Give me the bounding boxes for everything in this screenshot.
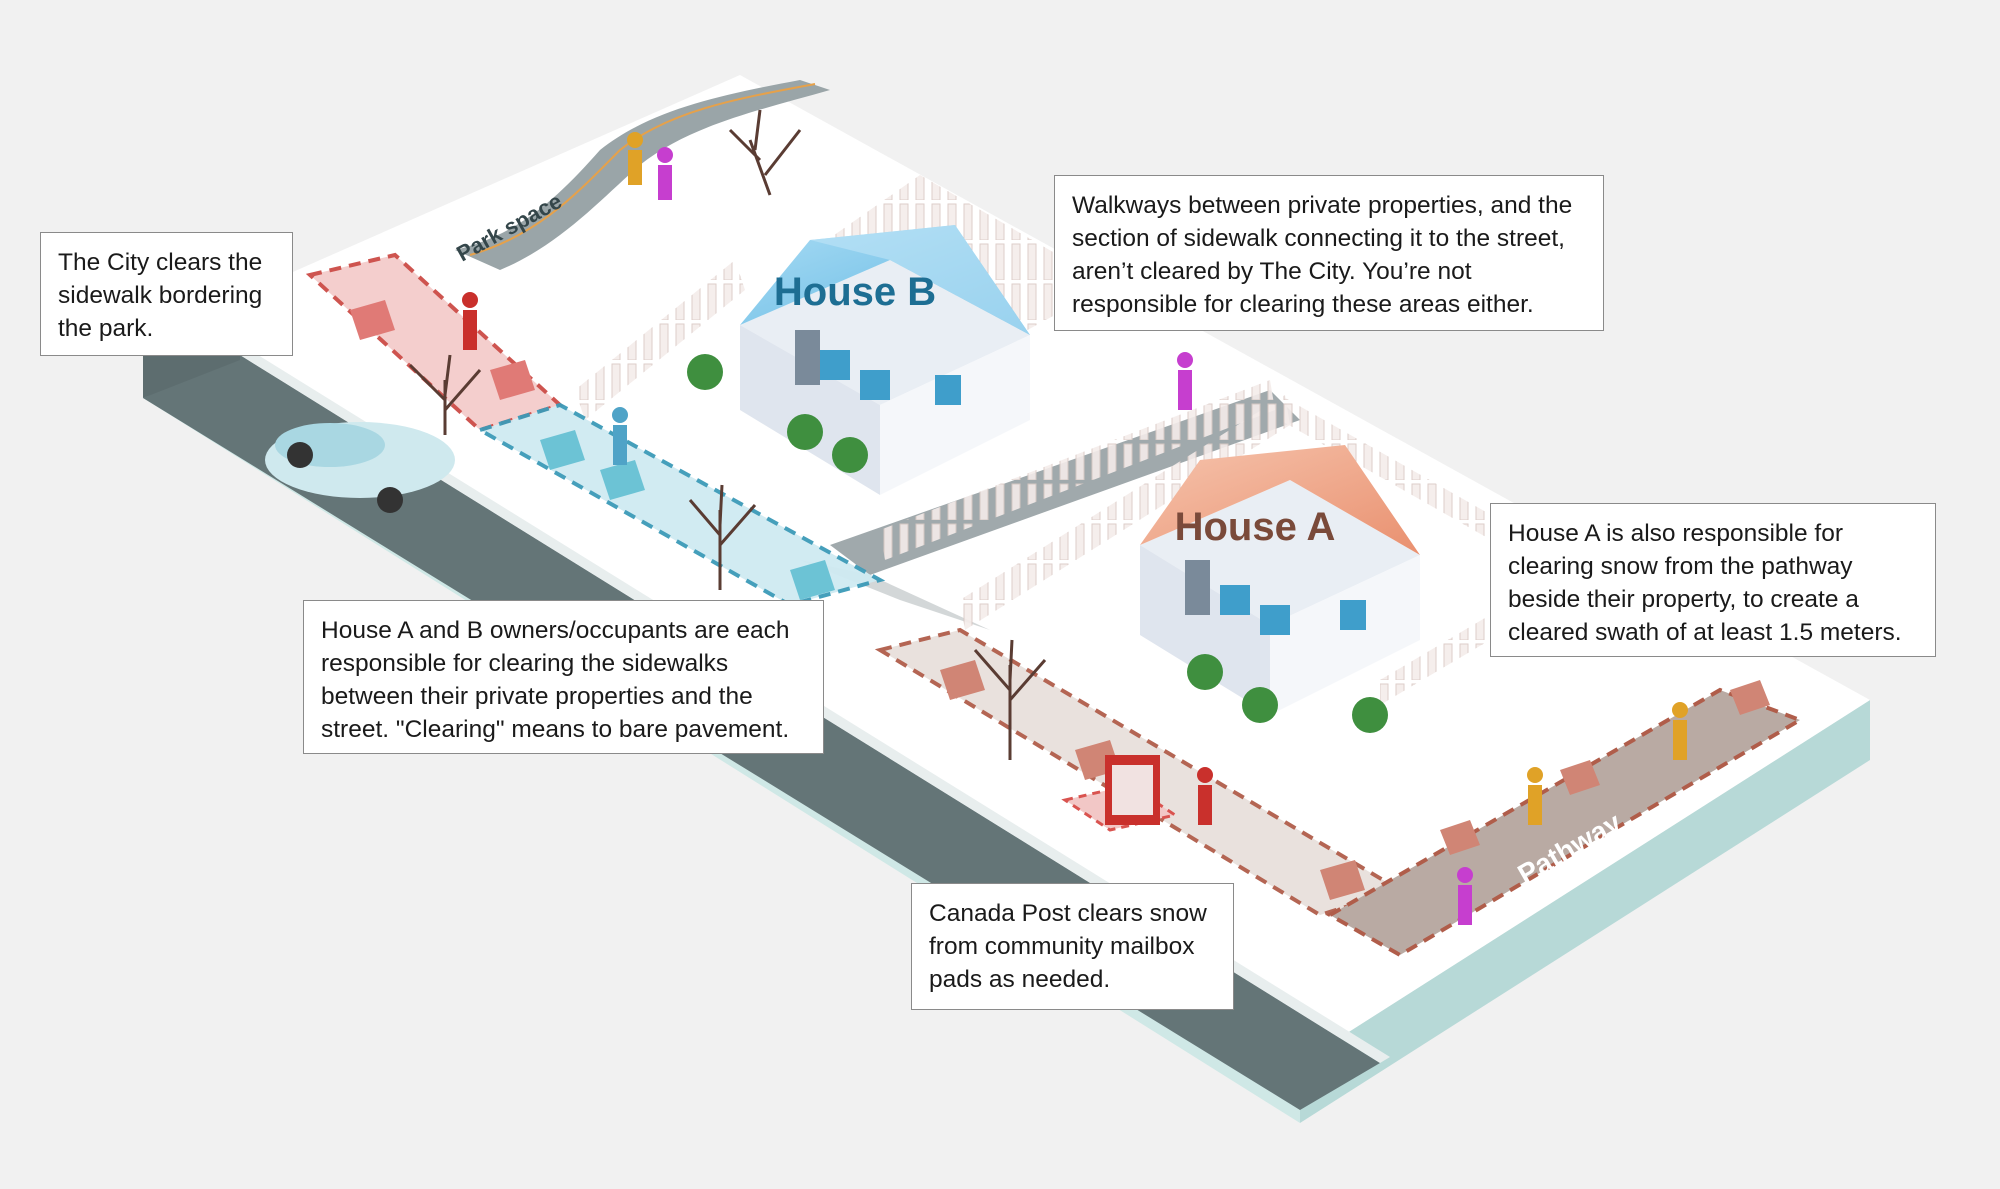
- callout-city-park: The City clears the sidewalk bordering t…: [40, 232, 293, 356]
- house-b: [740, 225, 1030, 495]
- owners-sidewalk-zone: [474, 402, 886, 608]
- people: [462, 132, 1688, 925]
- house-a: [1140, 445, 1420, 715]
- community-mailbox: [1061, 755, 1179, 832]
- trees: [408, 109, 1047, 760]
- park-path: [455, 80, 830, 270]
- house-a-label: House A: [1175, 505, 1336, 549]
- callout-walkways: Walkways between private properties, and…: [1054, 175, 1604, 331]
- callout-owners-sidewalks: House A and B owners/occupants are each …: [303, 600, 824, 754]
- callout-canada-post: Canada Post clears snow from community m…: [911, 883, 1234, 1010]
- callout-house-a-pathway: House A is also responsible for clearing…: [1490, 503, 1936, 657]
- house-b-label: House B: [774, 270, 936, 314]
- bushes: [687, 354, 1388, 733]
- car: [265, 422, 455, 513]
